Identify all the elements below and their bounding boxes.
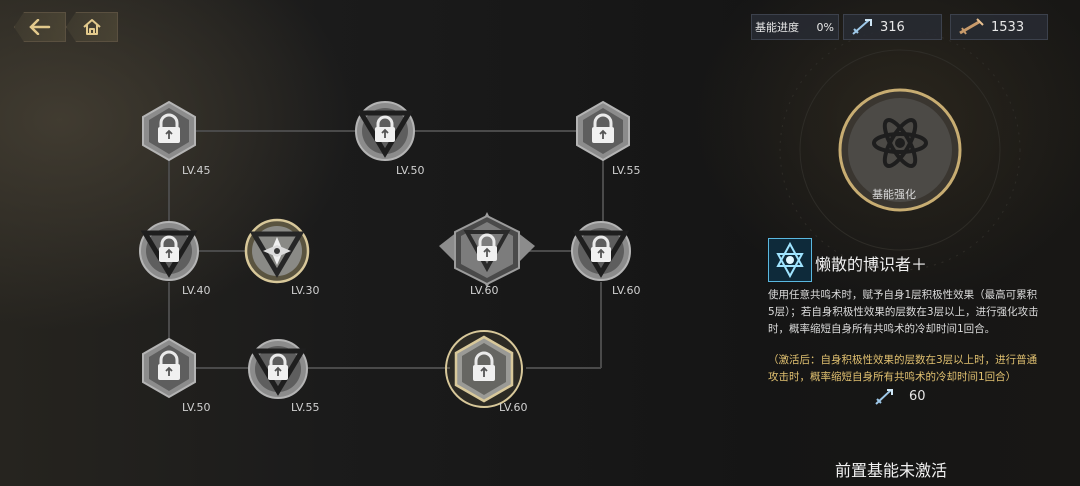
triangle-node-icon <box>355 101 415 161</box>
bronze-sword-icon <box>959 18 984 35</box>
triangle-node-icon <box>571 221 631 281</box>
hexagon-node-icon <box>576 100 630 162</box>
skill-node-lv55-top[interactable] <box>572 100 634 162</box>
node-level-label: LV.55 <box>291 401 320 414</box>
hexagram-skill-icon <box>776 241 804 279</box>
back-arrow-icon <box>29 19 51 35</box>
node-level-label: LV.60 <box>499 401 528 414</box>
skill-node-lv40[interactable] <box>137 219 201 283</box>
back-button[interactable] <box>14 12 66 42</box>
skill-node-lv55-bottom[interactable] <box>246 337 310 401</box>
node-level-label: LV.60 <box>470 284 499 297</box>
prerequisite-status: 前置基能未激活 <box>835 461 948 480</box>
currency-b-value: 1533 <box>991 19 1025 35</box>
hexagon-node-icon <box>142 337 196 399</box>
ornate-node-icon <box>439 212 535 288</box>
currency-a-display: 316 <box>843 14 942 40</box>
home-icon <box>83 19 101 35</box>
skill-node-lv45[interactable] <box>138 100 200 162</box>
skill-node-lv50-bottom[interactable] <box>138 337 200 399</box>
unlock-cost-value: 60 <box>909 389 926 404</box>
node-level-label: LV.50 <box>182 401 211 414</box>
hexagon-node-icon <box>142 100 196 162</box>
atom-emblem-icon <box>838 88 962 212</box>
selected-hexagon-node-icon <box>445 330 523 408</box>
skill-node-lv60-selected[interactable] <box>442 329 526 409</box>
node-level-label: LV.30 <box>291 284 320 297</box>
selected-node-name: 基能强化 <box>872 188 916 201</box>
currency-a-value: 316 <box>880 19 905 35</box>
node-level-label: LV.50 <box>396 164 425 177</box>
currency-b-display: 1533 <box>950 14 1048 40</box>
node-level-label: LV.40 <box>182 284 211 297</box>
node-level-label: LV.60 <box>612 284 641 297</box>
node-level-label: LV.45 <box>182 164 211 177</box>
home-button[interactable] <box>66 12 118 42</box>
progress-value: 0% <box>816 20 834 34</box>
selected-node-emblem <box>838 88 962 212</box>
skill-node-lv60-ornate[interactable] <box>437 210 537 290</box>
node-level-label: LV.55 <box>612 164 641 177</box>
triangle-node-icon <box>248 339 308 399</box>
skill-icon <box>768 238 812 282</box>
skill-node-lv60-right[interactable] <box>569 219 633 283</box>
crystal-sword-icon <box>875 389 893 405</box>
skill-title: 懒散的博识者＋ <box>815 255 928 274</box>
progress-display: 基能进度 0% <box>751 14 839 40</box>
skill-node-lv50-top[interactable] <box>353 99 417 163</box>
unlocked-triangle-node-icon <box>244 218 310 284</box>
progress-label: 基能进度 <box>755 21 799 34</box>
triangle-node-icon <box>139 221 199 281</box>
skill-node-lv30[interactable] <box>244 218 310 284</box>
skill-activated-effect: （激活后：自身积极性效果的层数在3层以上时，进行普通攻击时，概率缩短自身所有共鸣… <box>768 354 1038 383</box>
crystal-sword-icon <box>852 19 872 35</box>
skill-description: 使用任意共鸣术时，赋予自身1层积极性效果（最高可累积5层）；若自身积极性效果的层… <box>768 289 1039 335</box>
